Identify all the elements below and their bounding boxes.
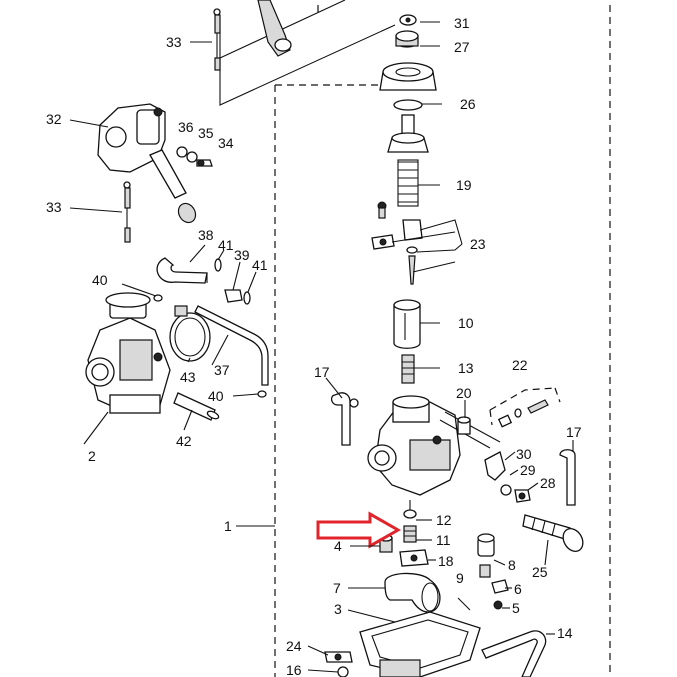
label-12: 12 bbox=[436, 512, 452, 528]
label-8: 8 bbox=[508, 557, 516, 573]
main-jet bbox=[403, 500, 417, 543]
label-40-bottom: 40 bbox=[208, 388, 224, 404]
hose-clamp bbox=[169, 305, 211, 362]
pilot-screw bbox=[457, 416, 471, 435]
top-cap-stack bbox=[379, 14, 437, 111]
label-18: 18 bbox=[438, 553, 454, 569]
breather-hose bbox=[194, 305, 269, 386]
bowl-bracket bbox=[324, 651, 353, 677]
housing-screws bbox=[176, 146, 213, 167]
overflow-hose-right bbox=[481, 630, 547, 677]
label-25: 25 bbox=[532, 564, 548, 580]
label-28: 28 bbox=[540, 475, 556, 491]
highlight-arrow bbox=[316, 511, 402, 549]
label-33-top: 33 bbox=[166, 34, 182, 50]
carburetor-body-right bbox=[367, 395, 501, 496]
label-22: 22 bbox=[512, 357, 528, 373]
label-40-top: 40 bbox=[92, 272, 108, 288]
starter-plunger bbox=[522, 514, 584, 552]
carburetor-left bbox=[85, 292, 171, 414]
label-38: 38 bbox=[198, 227, 214, 243]
fuel-hose-left bbox=[156, 257, 208, 284]
label-5: 5 bbox=[512, 600, 520, 616]
label-20: 20 bbox=[456, 385, 472, 401]
label-14: 14 bbox=[557, 625, 573, 641]
label-9: 9 bbox=[456, 570, 464, 586]
float-bowl bbox=[359, 611, 481, 677]
label-17-left: 17 bbox=[314, 364, 330, 380]
label-3: 3 bbox=[334, 601, 342, 617]
label-27: 27 bbox=[454, 39, 470, 55]
label-41-left: 41 bbox=[218, 237, 234, 253]
throttle-cable-top bbox=[213, 0, 292, 71]
air-vent-hose-left bbox=[330, 392, 359, 446]
float bbox=[384, 572, 441, 613]
label-29: 29 bbox=[520, 462, 536, 478]
label-19: 19 bbox=[456, 177, 472, 193]
label-42: 42 bbox=[176, 433, 192, 449]
pilot-screw-set bbox=[489, 387, 561, 428]
air-vent-hose-right bbox=[559, 449, 576, 506]
choke-parts bbox=[484, 451, 531, 503]
label-1: 1 bbox=[224, 518, 232, 534]
label-34: 34 bbox=[218, 135, 234, 151]
callout-labels: 33 32 36 35 34 33 38 41 39 41 40 37 43 4… bbox=[46, 15, 582, 677]
overflow-tube bbox=[173, 392, 220, 421]
label-33-mid: 33 bbox=[46, 199, 62, 215]
label-37: 37 bbox=[214, 362, 230, 378]
assembly-frame bbox=[274, 5, 611, 677]
label-32: 32 bbox=[46, 111, 62, 127]
label-26: 26 bbox=[460, 96, 476, 112]
label-35: 35 bbox=[198, 125, 214, 141]
label-7: 7 bbox=[333, 580, 341, 596]
label-24: 24 bbox=[286, 638, 302, 654]
label-41-right: 41 bbox=[252, 257, 268, 273]
label-10: 10 bbox=[458, 315, 474, 331]
leader-lines bbox=[69, 21, 574, 673]
float-needle-valve bbox=[399, 549, 429, 567]
label-6: 6 bbox=[514, 581, 522, 597]
hose-clips-and-fitting bbox=[153, 258, 267, 398]
label-4: 4 bbox=[334, 538, 342, 554]
label-2: 2 bbox=[88, 448, 96, 464]
label-17-right: 17 bbox=[566, 424, 582, 440]
needle-jet bbox=[401, 354, 415, 384]
label-16: 16 bbox=[286, 662, 302, 677]
float-valve-seat bbox=[457, 533, 509, 611]
label-43: 43 bbox=[180, 369, 196, 385]
label-31: 31 bbox=[454, 15, 470, 31]
label-36: 36 bbox=[178, 119, 194, 135]
throttle-valve bbox=[393, 299, 421, 349]
label-39: 39 bbox=[234, 247, 250, 263]
label-23: 23 bbox=[470, 236, 486, 252]
label-30: 30 bbox=[516, 446, 532, 462]
cable-bracket-outline bbox=[219, 0, 396, 106]
label-11: 11 bbox=[436, 532, 451, 548]
valve-spring-stack bbox=[387, 114, 429, 207]
throttle-cable-mid bbox=[123, 181, 131, 243]
label-13: 13 bbox=[458, 360, 474, 376]
throttle-housing bbox=[69, 103, 197, 224]
needle-clip-parts bbox=[371, 201, 423, 285]
